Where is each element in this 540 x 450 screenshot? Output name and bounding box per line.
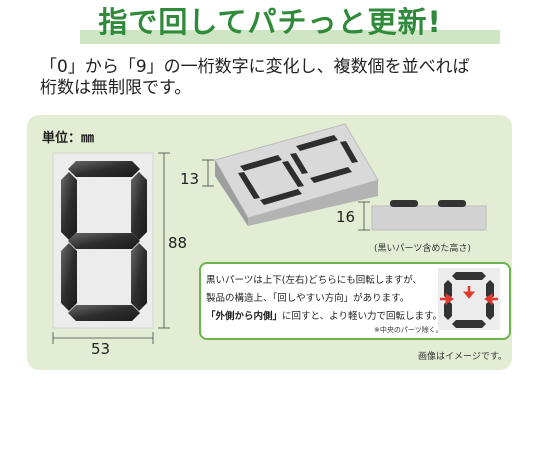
note-line-2: 製品の構造上、「回しやすい方向」があります。	[206, 293, 410, 304]
rotation-segment-lower-right	[486, 300, 494, 320]
title-underline-band	[80, 30, 500, 44]
rotation-segment-bottom	[452, 320, 486, 328]
perspective-view-diagram	[202, 123, 379, 226]
arrow-icon	[484, 293, 493, 305]
perspective-segment	[340, 141, 358, 163]
side-profile-block	[371, 205, 487, 231]
intro-text: 「0」から「9」の一桁数字に変化し、複数個を並べれば 桁数は無制限です。	[40, 57, 520, 99]
block-left-face	[215, 160, 248, 226]
intro-line-1: 「0」から「9」の一桁数字に変化し、複数個を並べれば	[40, 57, 470, 77]
note-line-3-rest: に回すと、より軽い力で回転します。	[282, 311, 442, 322]
page-title: 指で回してパチっと更新!	[98, 5, 442, 39]
note-line-1: 黒いパーツは上下(左右)どちらにも回転しますが、	[206, 275, 423, 286]
part-height-value: 16	[336, 208, 356, 226]
perspective-segment	[260, 189, 302, 205]
note-emphasis: 「外側から内側」	[206, 311, 283, 322]
segment-upper-left	[61, 172, 77, 240]
segment-lower-left	[61, 243, 77, 311]
rotation-segment-top	[452, 272, 486, 280]
segment-upper-right	[131, 172, 147, 240]
front-view-diagram	[52, 152, 170, 344]
image-caption: 画像はイメージです。	[418, 352, 507, 362]
side-profile-segment	[390, 200, 418, 207]
height-value: 88	[168, 234, 188, 252]
perspective-segment	[240, 155, 282, 171]
rotation-direction-diagram	[438, 268, 500, 330]
width-value: 53	[91, 340, 111, 358]
block-front-face	[248, 180, 378, 226]
unit-label: 単位：㎜	[42, 131, 95, 146]
arrow-icon	[462, 291, 476, 299]
perspective-segment	[296, 135, 338, 151]
segment-lower-right	[131, 243, 147, 311]
side-profile-segment	[438, 200, 466, 207]
segment-top	[68, 161, 140, 177]
perspective-segment	[282, 161, 304, 187]
arrow-icon	[445, 293, 454, 305]
perspective-segment	[310, 167, 352, 183]
segment-bottom	[68, 305, 140, 321]
note-footnote: ※中央のパーツ除く。	[374, 326, 443, 334]
intro-line-2: 桁数は無制限です。	[40, 78, 192, 98]
segment-middle	[68, 233, 140, 249]
side-profile-diagram	[358, 200, 487, 231]
perspective-segment	[238, 172, 260, 199]
note-line-3: 「外側から内側」に回すと、より軽い力で回転します。	[206, 309, 442, 324]
perspective-segment	[290, 153, 308, 174]
rotation-segment-lower-left	[444, 300, 452, 320]
part-height-caption: (黒いパーツ含めた高さ)	[374, 244, 471, 254]
side-height-value: 13	[180, 170, 200, 188]
